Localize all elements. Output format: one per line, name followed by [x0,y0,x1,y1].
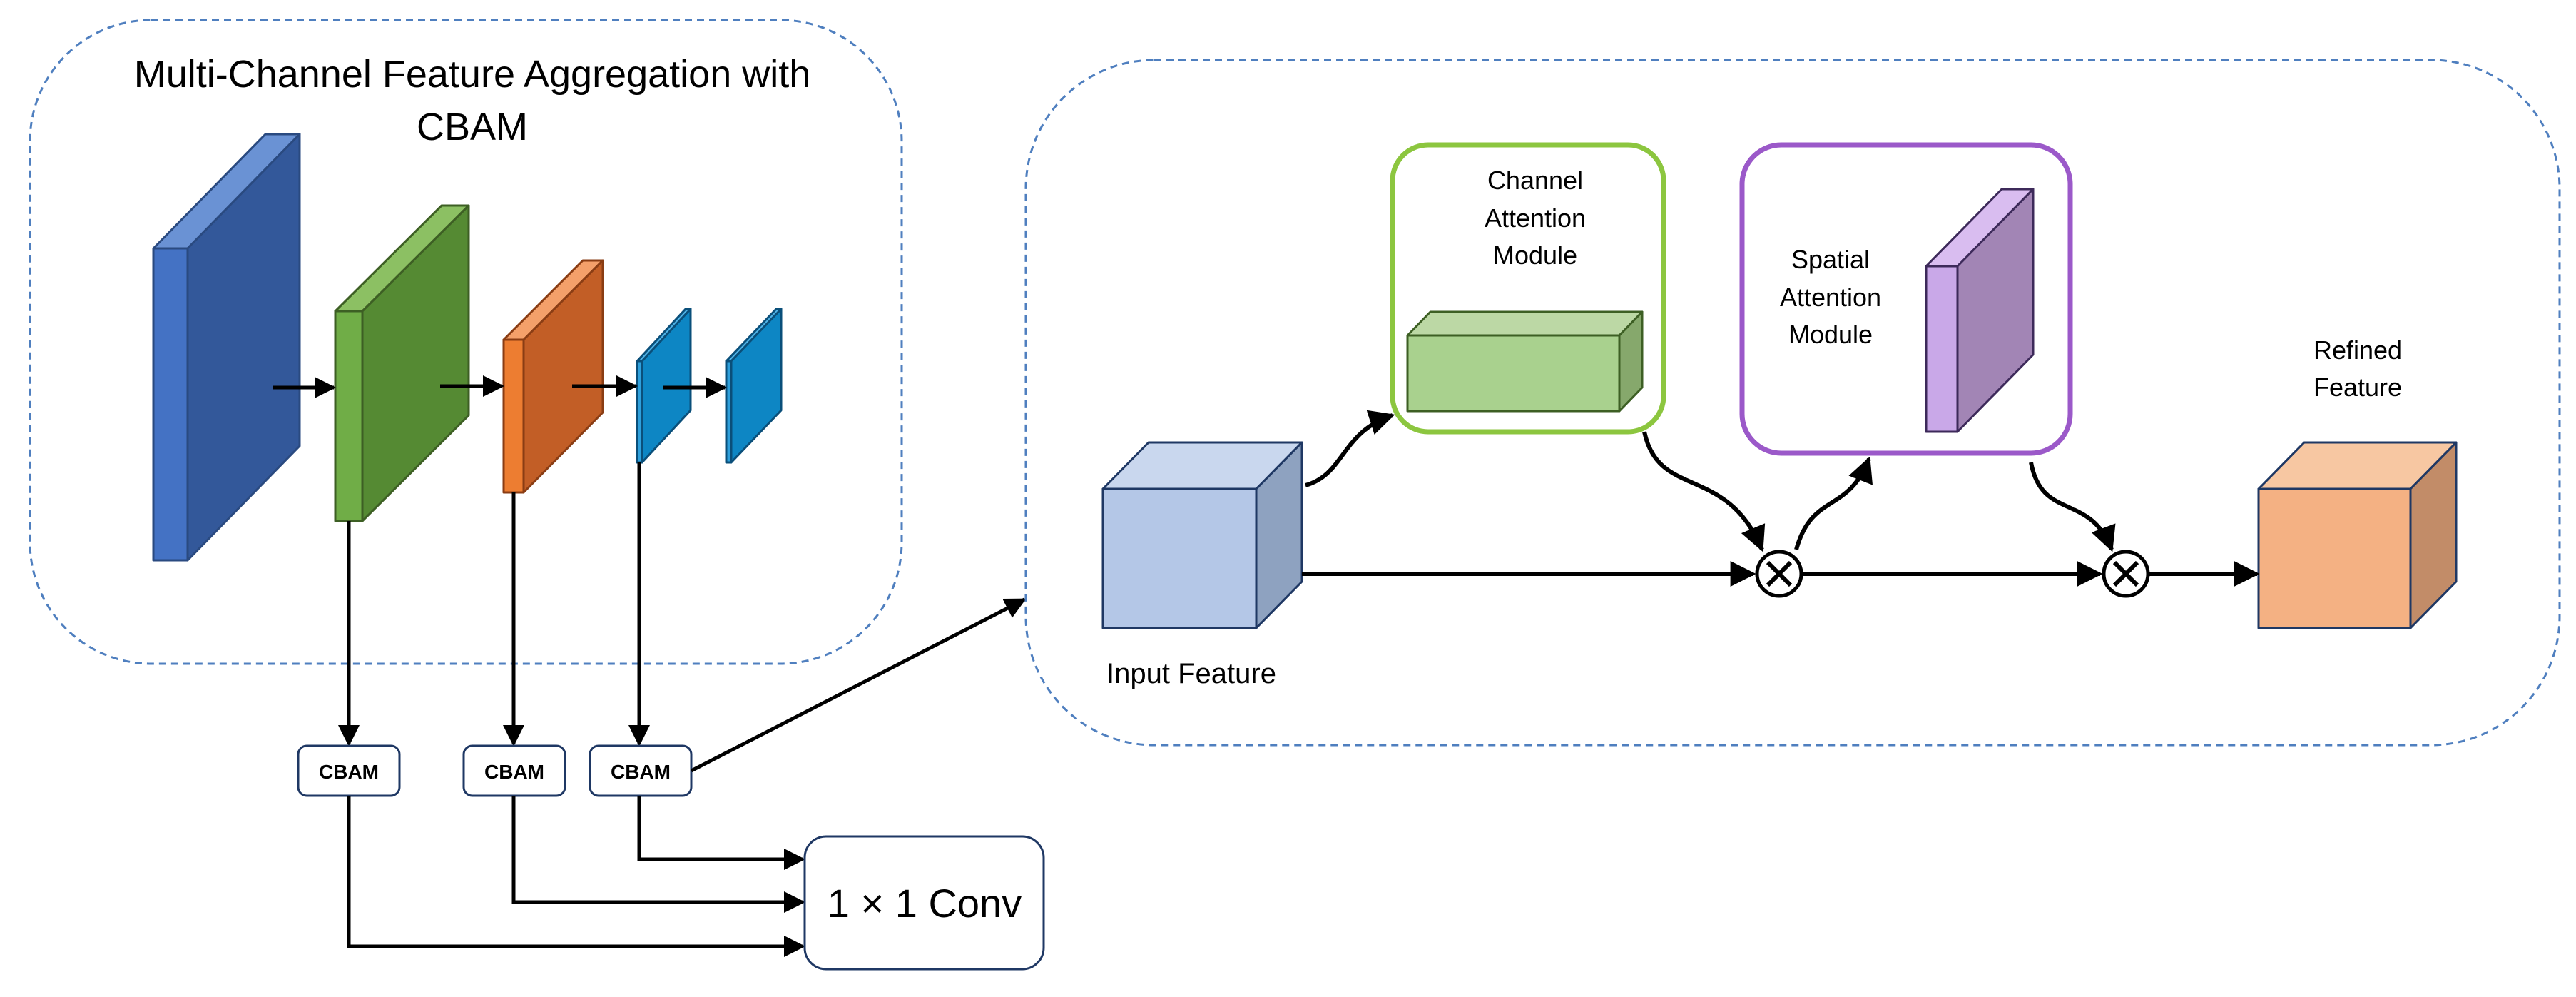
multiply-node-1 [1755,550,1803,598]
channel-attention-line2: Attention [1485,203,1586,233]
feature-block-orange [502,259,604,494]
left-panel-title-line2: CBAM [417,106,528,148]
cbam-label-2: CBAM [484,761,544,783]
cbam-down-arrows [338,462,650,747]
channel-attention-block [1406,310,1644,413]
cbam-box-3: CBAM [589,744,693,797]
conv-label: 1 × 1 Conv [828,881,1022,926]
refined-feature-cube [2257,441,2458,629]
cbam-box-1: CBAM [297,744,401,797]
channel-attention-line3: Module [1493,241,1577,270]
refined-feature-line1: Refined [2313,335,2402,365]
feature-block-green [334,204,470,522]
left-panel-border [29,19,903,665]
right-panel-border [1024,59,2561,747]
feature-block-cyan-2 [725,308,783,464]
spatial-attention-line3: Module [1788,320,1873,349]
channel-attention-line1: Channel [1487,166,1583,195]
conv-box: 1 × 1 Conv [803,835,1045,971]
spatial-attention-block [1925,188,2035,433]
cbam-label-1: CBAM [319,761,379,783]
refined-feature-line2: Feature [2313,373,2402,402]
block-arrows [273,375,727,398]
spatial-attention-line2: Attention [1780,283,1881,312]
feature-block-blue [152,133,301,562]
input-feature-label: Input Feature [1106,658,1276,689]
cbam-box-2: CBAM [462,744,566,797]
left-panel-title-line1: Multi-Channel Feature Aggregation with [134,53,811,96]
attention-flow-arrows [1302,410,2260,587]
cbam-label-3: CBAM [611,761,671,783]
cbam-to-conv-arrows [347,796,805,957]
input-feature-cube [1101,441,1303,629]
spatial-attention-line1: Spatial [1791,245,1870,274]
cbam-to-detail-arrow [690,597,1027,773]
multiply-node-2 [2102,550,2150,598]
